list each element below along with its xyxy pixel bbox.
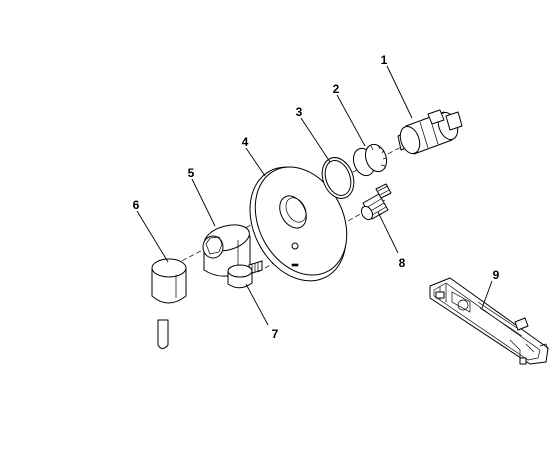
installation-template-icon: [429, 277, 549, 365]
leader-line-6: [136, 210, 169, 263]
part-label-1: 1: [381, 53, 388, 67]
leader-line-9: [481, 280, 493, 309]
leader-line-3: [300, 117, 331, 163]
lever-handle-icon: [151, 258, 187, 349]
part-label-2: 2: [333, 82, 340, 96]
part-label-8: 8: [399, 256, 406, 270]
part-label-6: 6: [133, 198, 140, 212]
o-ring-icon: [321, 157, 355, 199]
sleeve-icon: [202, 224, 251, 277]
diverter-knob-icon: [227, 260, 263, 289]
cartridge-nut-icon: [352, 143, 388, 177]
part-label-7: 7: [272, 327, 279, 341]
leader-line-8: [377, 211, 399, 254]
leader-line-1: [386, 65, 413, 119]
part-label-4: 4: [242, 135, 249, 149]
part-label-3: 3: [296, 105, 303, 119]
diverter-cartridge-icon: [360, 183, 392, 221]
cartridge-icon: [397, 109, 463, 155]
part-label-9: 9: [493, 268, 500, 282]
part-label-5: 5: [188, 166, 195, 180]
leader-line-5: [191, 178, 216, 227]
leader-line-2: [336, 94, 366, 147]
leader-line-4: [245, 147, 266, 177]
cover-plate-icon: [249, 166, 348, 282]
leader-line-7: [245, 283, 269, 326]
